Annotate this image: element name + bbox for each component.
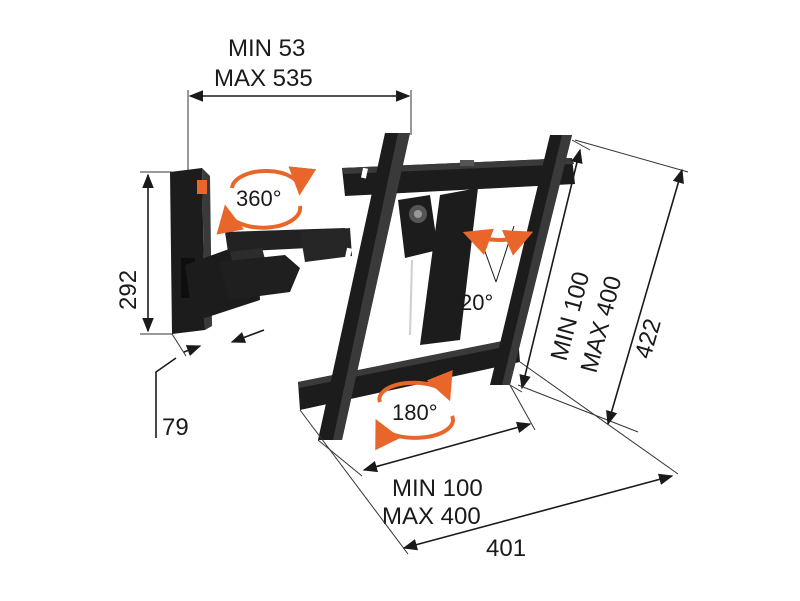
swivel-arm bbox=[185, 228, 352, 318]
plate-width-dimension: 401 bbox=[299, 361, 679, 562]
top-width-max-label: MAX 535 bbox=[214, 65, 313, 92]
swivel-label: 360° bbox=[236, 186, 282, 211]
rotate-indicator: 180° bbox=[375, 369, 455, 451]
rotate-label: 180° bbox=[392, 400, 438, 425]
plate-height-label: 422 bbox=[630, 316, 667, 362]
wall-height-dimension: 292 bbox=[115, 171, 172, 335]
plate-width-label: 401 bbox=[486, 535, 526, 562]
depth-label: 79 bbox=[162, 414, 189, 441]
tilt-head bbox=[398, 188, 478, 345]
tilt-label: 20° bbox=[460, 290, 493, 315]
left-vertical-rail bbox=[318, 133, 410, 440]
vesa-horizontal-max-label: MAX 400 bbox=[382, 503, 481, 530]
swivel-indicator: 360° bbox=[197, 166, 317, 235]
depth-dimension: 79 bbox=[155, 329, 265, 441]
vesa-horizontal-min-label: MIN 100 bbox=[392, 475, 483, 502]
top-width-dimension: MIN 53 MAX 535 bbox=[187, 35, 412, 170]
wall-height-label: 292 bbox=[115, 270, 142, 310]
tilt-indicator: 20° bbox=[460, 225, 534, 315]
top-width-min-label: MIN 53 bbox=[228, 35, 305, 62]
